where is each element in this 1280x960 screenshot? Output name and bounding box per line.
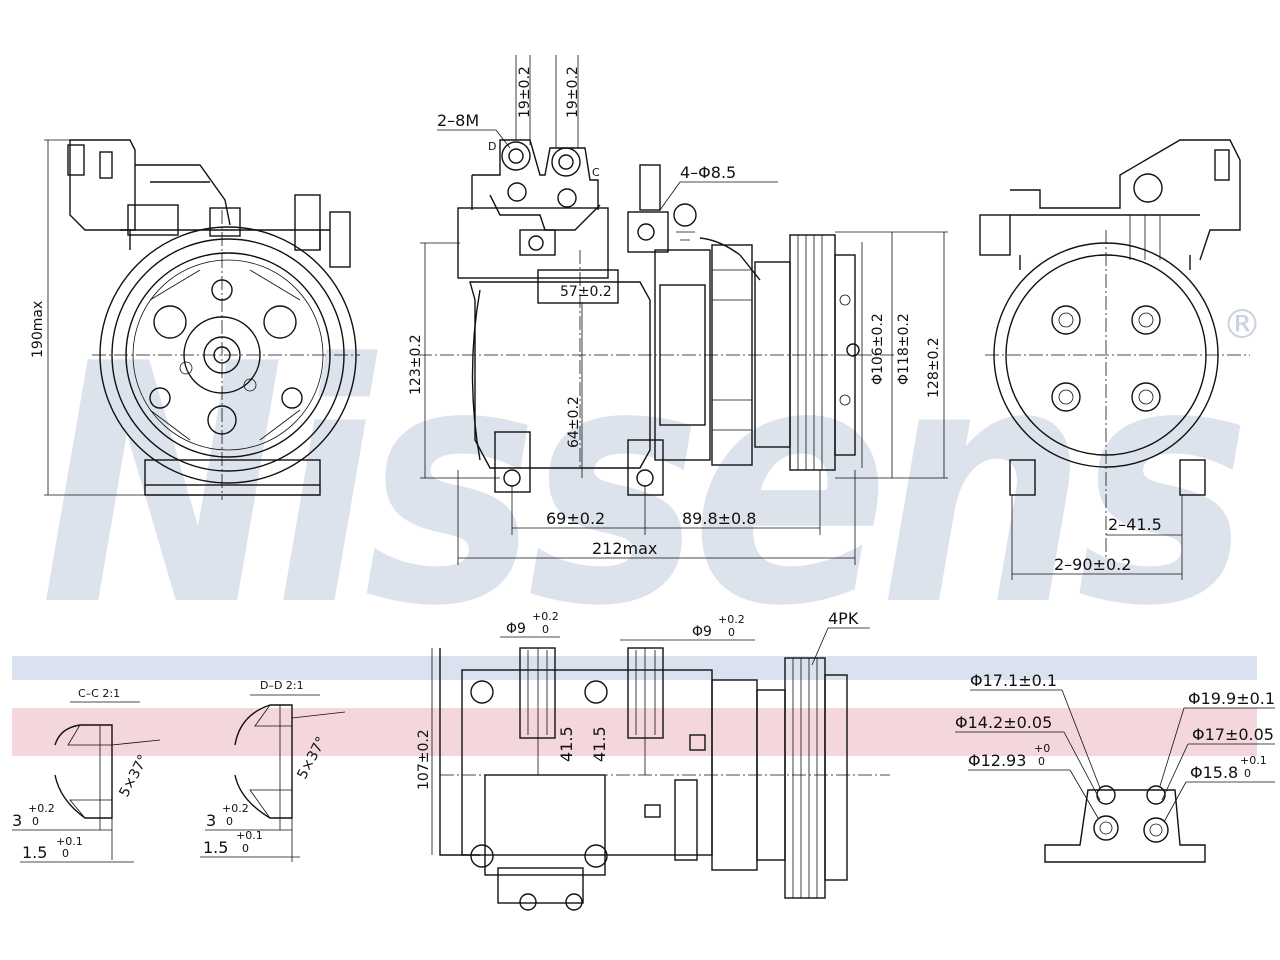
port-d6: Φ15.8	[1190, 763, 1238, 782]
section-d-width-tol-upper: +0.1	[236, 829, 263, 842]
top-dist1-dim: 41.5	[557, 726, 576, 762]
registered-mark: ®	[1222, 302, 1262, 348]
top-offset-dim: 57±0.2	[560, 284, 612, 300]
label-d: D	[488, 140, 496, 153]
section-c-width-tol-lower: 0	[62, 847, 69, 860]
section-c-width-tol-upper: +0.1	[56, 835, 83, 848]
section-d-depth-tol-lower: 0	[226, 815, 233, 828]
port-d6-tol-upper: +0.1	[1240, 754, 1267, 767]
pulley-offset-dim: 89.8±0.8	[682, 509, 756, 528]
inner-height-dim: 64±0.2	[566, 396, 582, 448]
port1-dim: 19±0.2	[517, 66, 533, 118]
section-d-depth-tol-upper: +0.2	[222, 802, 249, 815]
brand-watermark: Nissens	[40, 294, 1241, 678]
port-d6-tol-lower: 0	[1244, 767, 1251, 780]
belt-profile: 4PK	[828, 609, 859, 628]
port-d2: Φ14.2±0.05	[955, 713, 1052, 732]
section-c-depth: 3	[12, 811, 22, 830]
mount-holes-dim: 4–Φ8.5	[680, 163, 736, 182]
port-detail: Φ17.1±0.1 Φ14.2±0.05 Φ12.93 +0 0 Φ19.9±0…	[955, 671, 1275, 863]
section-d-width-tol-lower: 0	[242, 842, 249, 855]
port1-diameter: Φ9	[506, 621, 526, 637]
port2-dim: 19±0.2	[565, 66, 581, 118]
port1-tol-lower: 0	[542, 623, 549, 636]
section-d-depth: 3	[206, 811, 216, 830]
rear-spacing-dim: 2–90±0.2	[1054, 555, 1131, 574]
front-height-dim: 190max	[30, 301, 46, 358]
port2-tol-upper: +0.2	[718, 613, 745, 626]
port2-diameter: Φ9	[692, 624, 712, 640]
section-d-title: D–D 2:1	[260, 679, 304, 692]
section-c-chamfer: 5×37°	[116, 752, 151, 800]
rear-view: 2–41.5 2–90±0.2	[979, 139, 1250, 580]
section-d-width: 1.5	[203, 838, 228, 857]
total-height-dim: 128±0.2	[926, 337, 942, 398]
port-d5: Φ17±0.05	[1192, 725, 1274, 744]
port-d1: Φ17.1±0.1	[970, 671, 1057, 690]
pulley-d1-dim: Φ106±0.2	[870, 313, 886, 385]
top-view: 41.5 41.5 107±0.2 Φ9 +0.2 0 Φ9 +0.2 0 4P…	[416, 609, 890, 911]
watermark-layer: Nissens ®	[12, 294, 1262, 756]
hole-spacing-dim: 69±0.2	[546, 509, 605, 528]
section-c-depth-tol-lower: 0	[32, 815, 39, 828]
top-height-dim: 107±0.2	[416, 729, 432, 790]
section-c-title: C–C 2:1	[78, 687, 120, 700]
section-c-depth-tol-upper: +0.2	[28, 802, 55, 815]
mount-bolts-dim: 2–8M	[437, 111, 479, 130]
length-max-dim: 212max	[592, 539, 657, 558]
port-d4: Φ19.9±0.1	[1188, 689, 1275, 708]
rear-half-spacing-dim: 2–41.5	[1108, 515, 1162, 534]
section-c-width: 1.5	[22, 843, 47, 862]
port2-tol-lower: 0	[728, 626, 735, 639]
body-height-dim: 123±0.2	[408, 334, 424, 395]
section-d: D–D 2:1 5×37° 3 +0.2 0 1.5 +0.1 0	[200, 679, 346, 862]
side-view: D C 19±0.2 19±0.2 2–8M 4–Φ8.5 57±0.2 123…	[408, 55, 948, 565]
blue-stripe	[12, 656, 1257, 680]
port-d3-tol-upper: +0	[1034, 742, 1050, 755]
port-d3-tol-lower: 0	[1038, 755, 1045, 768]
pulley-d2-dim: Φ118±0.2	[896, 313, 912, 385]
port1-tol-upper: +0.2	[532, 610, 559, 623]
top-dist2-dim: 41.5	[590, 726, 609, 762]
label-c: C	[592, 166, 600, 179]
port-d3: Φ12.93	[968, 751, 1026, 770]
red-stripe	[12, 708, 1257, 756]
front-view: 190max	[30, 139, 360, 500]
